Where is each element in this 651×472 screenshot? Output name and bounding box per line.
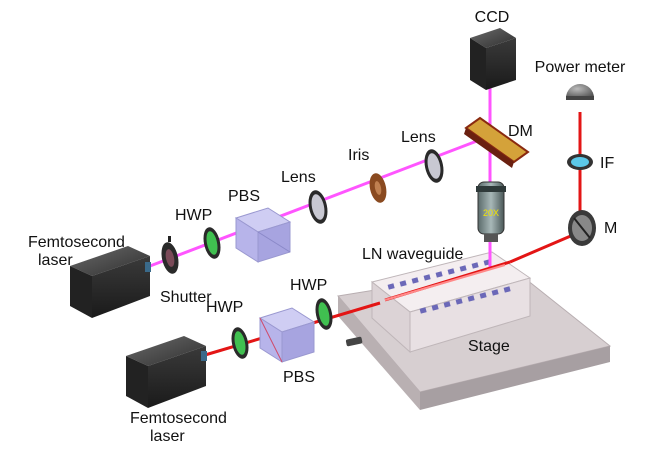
dichroic-mirror xyxy=(464,116,530,168)
power-meter xyxy=(566,84,594,100)
waveguide-beam xyxy=(384,264,506,301)
femtosecond-laser-bottom xyxy=(126,336,207,408)
label-ccd: CCD xyxy=(475,9,510,26)
label-lens-right: Lens xyxy=(401,129,436,146)
hwp-top xyxy=(203,227,221,259)
label-hwp-top: HWP xyxy=(175,207,212,224)
label-dm: DM xyxy=(508,123,533,140)
objective-label: 20X xyxy=(483,208,499,218)
femtosecond-laser-top xyxy=(70,246,151,318)
label-hwp-bottom-right: HWP xyxy=(290,277,327,294)
label-pbs-bottom: PBS xyxy=(283,369,315,386)
stage-knob xyxy=(345,336,363,347)
pbs-top xyxy=(234,207,292,263)
label-laser-bottom-2: laser xyxy=(150,428,185,445)
label-m: M xyxy=(604,220,617,237)
label-pbs-top: PBS xyxy=(228,188,260,205)
lens-left xyxy=(308,190,328,224)
interference-filter xyxy=(567,154,593,170)
ccd-camera xyxy=(470,28,516,90)
label-ln-waveguide: LN waveguide xyxy=(362,246,464,263)
label-power-meter: Power meter xyxy=(535,59,626,76)
pbs-bottom xyxy=(258,307,316,363)
label-shutter: Shutter xyxy=(160,289,212,306)
label-laser-top-2: laser xyxy=(38,252,73,269)
objective-20x: 20X xyxy=(476,181,506,242)
label-stage: Stage xyxy=(468,338,510,355)
label-laser-top-1: Femtosecond xyxy=(28,234,125,251)
hwp-bottom-right xyxy=(315,298,333,330)
shutter xyxy=(161,236,179,274)
lens-right xyxy=(424,149,444,183)
label-iris: Iris xyxy=(348,147,369,164)
label-lens-left: Lens xyxy=(281,169,316,186)
hwp-bottom-left xyxy=(231,327,249,359)
label-hwp-bottom-left: HWP xyxy=(206,299,243,316)
iris xyxy=(369,173,387,203)
label-if: IF xyxy=(600,155,614,172)
mirror-m xyxy=(568,210,596,246)
label-laser-bottom-1: Femtosecond xyxy=(130,410,227,427)
